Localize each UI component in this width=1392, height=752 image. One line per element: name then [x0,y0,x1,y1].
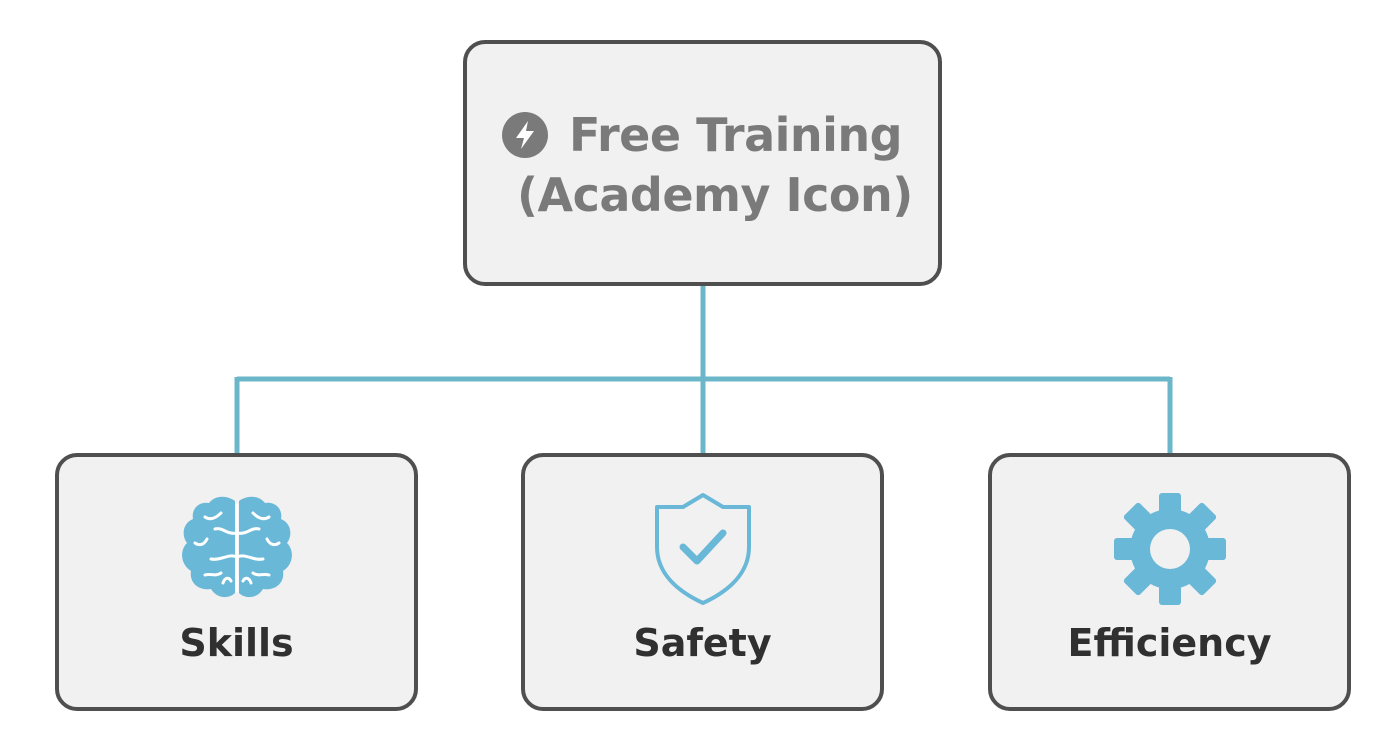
safety-label: Safety [633,621,772,665]
skills-label: Skills [179,621,294,665]
root-title-row: Free Training [501,104,903,166]
gear-icon [1113,493,1226,605]
root-title-line1: Free Training [569,108,903,162]
efficiency-node: Efficiency [988,453,1351,711]
efficiency-label: Efficiency [1067,621,1272,665]
root-node: Free Training (Academy Icon) [463,40,942,286]
skills-node: Skills [55,453,418,711]
safety-node: Safety [521,453,884,711]
root-title-line2: (Academy Icon) [517,168,913,222]
brain-icon [181,496,292,598]
lightning-bolt-icon [502,112,548,158]
shield-check-icon [654,493,751,605]
